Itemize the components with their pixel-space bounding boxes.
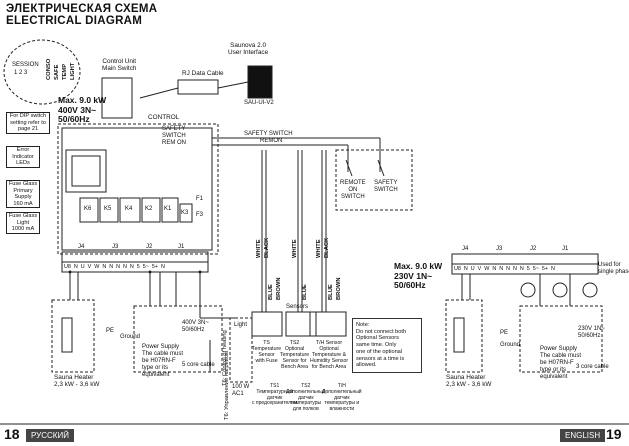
main-power-label: Max. 9.0 kW 400V 3N~ 50/60Hz (58, 95, 107, 124)
terminal-row: U8 N U V W N N N N N 5 5~ 5+ N (64, 264, 165, 270)
safety-switch-line-label: SAFETY SWITCH (244, 131, 293, 137)
dip-label-safe: SAFE (54, 64, 60, 80)
language-label-right: ENGLISH (560, 429, 606, 442)
remote-on-switch-label: REMOTE ON SWITCH (340, 180, 366, 200)
relay-k1: K1 (164, 206, 172, 212)
wire-label: WHITE (256, 239, 262, 258)
sensor-ts-label: TS Temperature Sensor with Fuse (252, 340, 282, 364)
single-phase-power-label: Max. 9.0 kW 230V 1N~ 50/60Hz (394, 261, 443, 290)
remon-line-label: REMON (260, 138, 283, 144)
ru-sensor-th: T/H Дополнительный датчик температуры и … (322, 383, 362, 413)
relay-k3: K3 (181, 210, 189, 216)
wire-label: BLUE (328, 284, 334, 300)
wire-label: BLUE (268, 284, 274, 300)
wire-label: BLACK (324, 237, 330, 258)
sensor-th-label: T/H Sensor Optional Temperature & Humidi… (310, 340, 349, 370)
terminal-group-j1: J1 (178, 244, 185, 250)
wire-label: BROWN (336, 277, 342, 300)
page-number-right: 19 (606, 426, 622, 442)
heating-control-ru-label: T6: Управление нагревом (224, 350, 230, 420)
wire-label: WHITE (316, 239, 322, 258)
relay-k6: K6 (84, 206, 92, 212)
language-label-left: РУССКИЙ (26, 429, 74, 442)
dip-label-temp: TEMP (62, 63, 68, 80)
wire-label: BLACK (264, 237, 270, 258)
ground-label-right: Ground (500, 342, 521, 348)
pe-label: PE (106, 328, 115, 334)
single-phase-note: Used for single phase (598, 262, 629, 275)
five-core-cable-label: 5 core cable (182, 362, 215, 368)
fuse-f1: F1 (196, 196, 204, 202)
sensor-ts2-label: TS2 Optional Temperature Sensor for Benc… (280, 340, 310, 370)
wire-label: BROWN (276, 277, 282, 300)
light-label: Light (234, 322, 248, 328)
power-supply-label-right: Power Supply The cable must be H07RN-F t… (540, 346, 582, 380)
pe-label-right: PE (500, 330, 509, 336)
fuse-primary-box: Fuse Glass Primary Supply 160 mA (6, 180, 40, 209)
sensor-note-box: Note: Do not connect both Optional Senso… (352, 318, 422, 373)
ui-title: Saunova 2.0 User Interface (228, 42, 269, 57)
fuse-f3: F3 (196, 212, 204, 218)
power-supply-label: Power Supply The cable must be H07RN-F t… (142, 344, 184, 378)
title-russian: ЭЛЕКТРИЧЕСКАЯ СХЕМА (6, 3, 158, 15)
terminal-group-j2: J2 (146, 244, 153, 250)
control-label: CONTROL (148, 114, 180, 121)
title-english: ELECTRICAL DIAGRAM (6, 15, 143, 27)
sauna-heater-label-right: Sauna Heater 2,3 kW - 3,6 kW (446, 374, 492, 389)
relay-k4: K4 (125, 206, 133, 212)
terminal-group-j4: J4 (78, 244, 85, 250)
terminal-group-j1-right: J1 (562, 246, 569, 252)
ui-model: SAU-UI-V2 (244, 100, 274, 106)
safety-switch-label: SAFETY SWITCH (374, 180, 398, 193)
relay-k5: K5 (104, 206, 112, 212)
page-number-left: 18 (4, 426, 20, 442)
switches-input-label: SAFETY SWITCH REM ON (162, 126, 186, 146)
ru-sensor-ts1: TS1 Температурный датчик с предохранител… (252, 383, 298, 407)
terminal-group-j2-right: J2 (530, 246, 537, 252)
session-numbers: 1 2 3 (14, 70, 28, 76)
sensors-label: Sensors (286, 304, 309, 310)
session-label: SESSION (12, 62, 39, 68)
ground-label: Ground (120, 334, 141, 340)
terminal-row-right: U8 N U V W N N N N N 5 5~ 5+ N (454, 266, 555, 272)
wire-label: BLUE (302, 284, 308, 300)
dip-label-conso: CONSO (46, 58, 52, 80)
terminal-group-j4-right: J4 (462, 246, 469, 252)
three-core-cable-label: 3 core cable (576, 364, 609, 370)
light-watt-label: 100 W AC1 (232, 384, 250, 397)
relay-k2: K2 (145, 206, 153, 212)
terminal-group-j3: J3 (112, 244, 119, 250)
ru-sensor-ts2: TS2 Дополнительный датчик температуры дл… (286, 383, 326, 413)
control-unit-switch-label: Control Unit Main Switch (102, 58, 137, 73)
wire-label: WHITE (292, 239, 298, 258)
dip-label-light: LIGHT (70, 62, 76, 80)
rj-cable-label: RJ Data Cable (182, 70, 224, 77)
terminal-group-j3-right: J3 (496, 246, 503, 252)
error-led-box: Error Indicator LEDs (6, 146, 40, 168)
dip-note-box: For DIP switch setting refer to page 21 (6, 112, 50, 134)
sauna-heater-label: Sauna Heater 2,3 kW - 3,6 kW (54, 374, 100, 389)
fuse-light-box: Fuse Glass Light 1000 mA (6, 212, 40, 234)
power-230v-label: 230V 1N~ 50/60Hz (578, 326, 605, 339)
power-400v-label: 400V 3N~ 50/60Hz (182, 320, 209, 333)
